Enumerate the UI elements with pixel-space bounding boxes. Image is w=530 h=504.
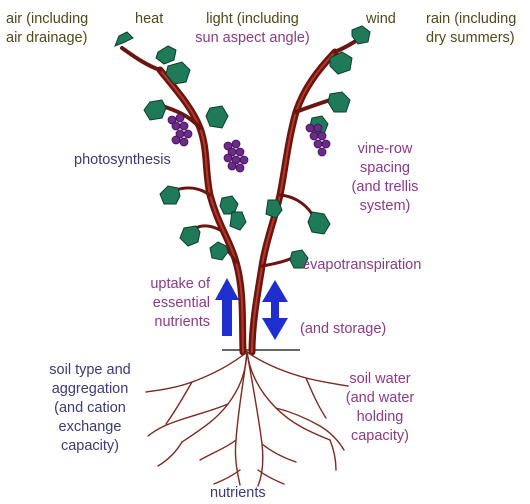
label-soil-type: soil type and aggregation (and cation ex… <box>20 361 160 456</box>
label-soil-type-line3: (and cation <box>20 399 160 418</box>
label-air-line1: air (including <box>6 10 88 29</box>
label-soil-type-line4: exchange <box>20 418 160 437</box>
label-soil-water-line2: (and water <box>330 389 430 408</box>
label-rain: rain (including dry summers) <box>426 10 516 48</box>
vine-roots <box>146 352 348 486</box>
label-vine-row-line2: spacing <box>340 159 430 178</box>
label-wind-line1: wind <box>366 10 396 29</box>
label-vine-row-spacing: vine-row spacing (and trellis system) <box>340 140 430 216</box>
label-photosynthesis-line1: photosynthesis <box>74 151 171 170</box>
label-storage: (and storage) <box>300 320 386 339</box>
label-heat-line1: heat <box>135 10 163 29</box>
label-photosynthesis: photosynthesis <box>74 151 171 170</box>
label-light-line2: sun aspect angle) <box>185 29 320 48</box>
transpiration-storage-arrow <box>262 280 288 340</box>
label-uptake-line3: nutrients <box>110 313 210 332</box>
label-rain-line2: dry summers) <box>426 29 516 48</box>
label-soil-water-line1: soil water <box>330 370 430 389</box>
vine-leaves <box>115 26 370 268</box>
label-air-line2: air drainage) <box>6 29 88 48</box>
label-soil-water: soil water (and water holding capacity) <box>330 370 430 446</box>
label-heat: heat <box>135 10 163 29</box>
label-storage-line1: (and storage) <box>300 320 386 339</box>
label-soil-type-line2: aggregation <box>20 380 160 399</box>
label-uptake-line1: uptake of <box>110 275 210 294</box>
label-light: light (including sun aspect angle) <box>185 10 320 48</box>
label-vine-row-line4: system) <box>340 197 430 216</box>
label-soil-type-line5: capacity) <box>20 437 160 456</box>
label-soil-water-line3: holding <box>330 408 430 427</box>
label-vine-row-line1: vine-row <box>340 140 430 159</box>
label-nutrients-bottom: nutrients <box>210 484 266 503</box>
label-light-line1: light (including <box>185 10 320 29</box>
label-uptake: uptake of essential nutrients <box>110 275 210 332</box>
label-nutrients-bottom-line1: nutrients <box>210 484 266 503</box>
label-wind: wind <box>366 10 396 29</box>
label-soil-type-line1: soil type and <box>20 361 160 380</box>
uptake-arrow <box>215 278 239 336</box>
label-evapotranspiration: evapotranspiration <box>302 256 421 275</box>
label-rain-line1: rain (including <box>426 10 516 29</box>
label-evapotranspiration-line1: evapotranspiration <box>302 256 421 275</box>
label-vine-row-line3: (and trellis <box>340 178 430 197</box>
label-uptake-line2: essential <box>110 294 210 313</box>
label-air: air (including air drainage) <box>6 10 88 48</box>
label-soil-water-line4: capacity) <box>330 427 430 446</box>
